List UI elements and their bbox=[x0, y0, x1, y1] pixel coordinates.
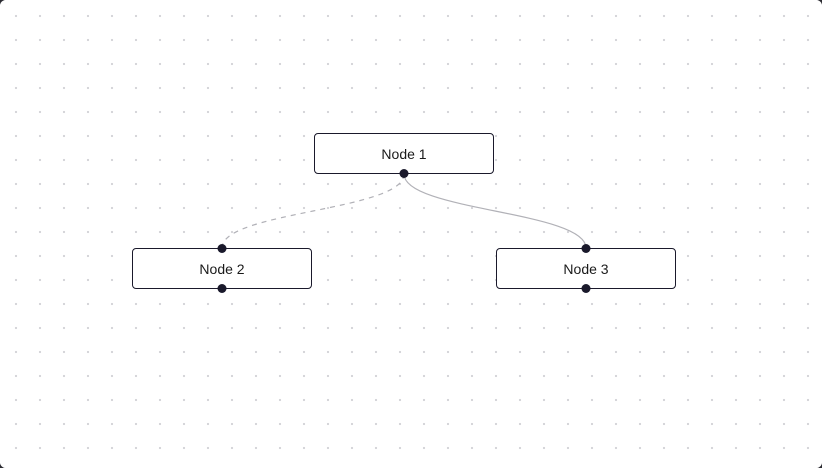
edge-node1-node2[interactable] bbox=[221, 173, 405, 249]
node-2-label: Node 2 bbox=[199, 260, 245, 277]
node-1-source-handle[interactable] bbox=[399, 169, 409, 178]
node-3-target-handle[interactable] bbox=[581, 244, 591, 253]
node-2-target-handle[interactable] bbox=[217, 244, 227, 253]
node-2[interactable]: Node 2 bbox=[132, 244, 312, 293]
node-1[interactable]: Node 1 bbox=[314, 133, 494, 178]
node-3-label: Node 3 bbox=[563, 260, 609, 277]
node-3[interactable]: Node 3 bbox=[496, 244, 676, 293]
node-2-source-handle[interactable] bbox=[217, 284, 227, 293]
node-3-source-handle[interactable] bbox=[581, 284, 591, 293]
edge-node1-node3[interactable] bbox=[403, 173, 587, 249]
node-1-label: Node 1 bbox=[381, 145, 427, 162]
